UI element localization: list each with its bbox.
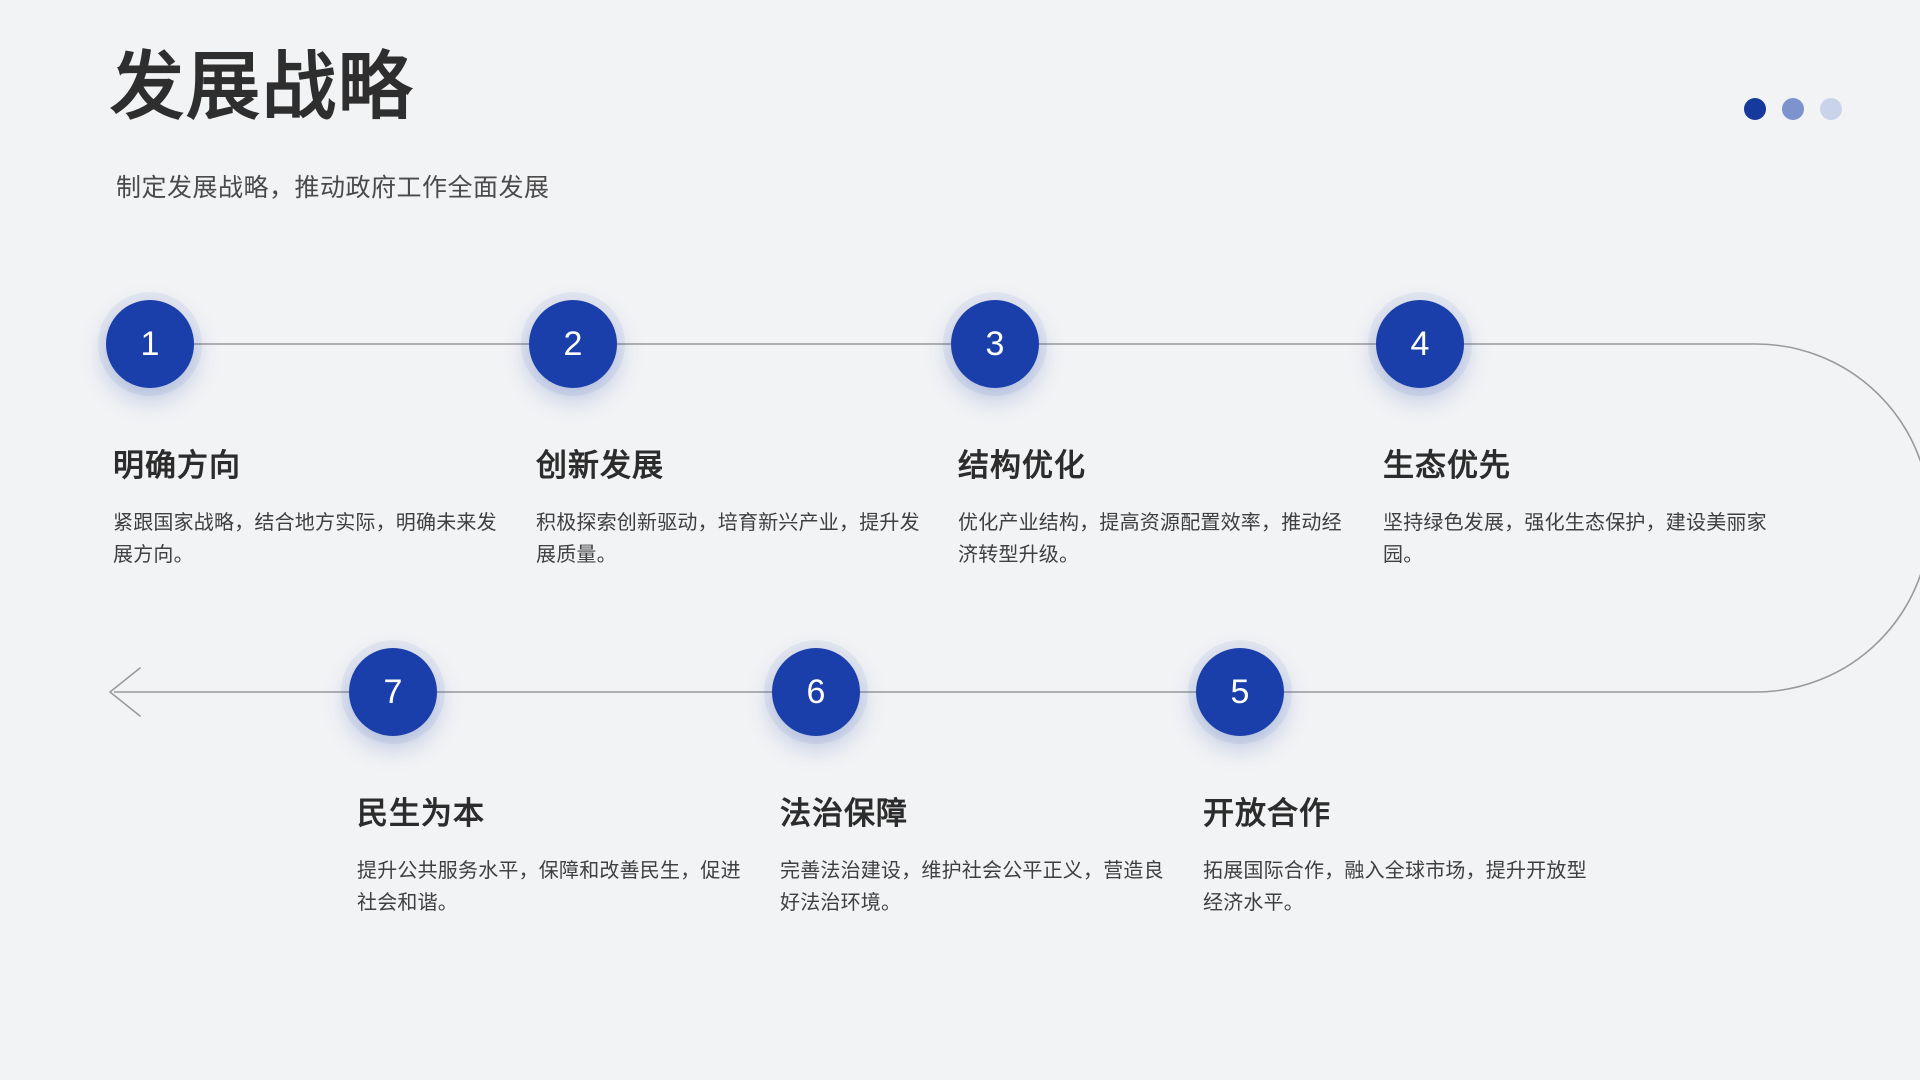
pager-dot-3[interactable] <box>1820 98 1842 120</box>
step-block-6: 法治保障 完善法治建设，维护社会公平正义，营造良好法治环境。 <box>780 788 1165 920</box>
step-desc-7: 提升公共服务水平，保障和改善民生，促进社会和谐。 <box>357 860 741 915</box>
step-block-3: 结构优化 优化产业结构，提高资源配置效率，推动经济转型升级。 <box>958 440 1343 572</box>
step-number-2: 2 <box>563 324 583 363</box>
page-title: 发展战略 <box>110 45 414 128</box>
step-number-6: 6 <box>806 672 826 711</box>
page-subtitle: 制定发展战略，推动政府工作全面发展 <box>116 174 550 202</box>
step-node-6[interactable]: 6 <box>772 648 860 736</box>
step-block-5: 开放合作 拓展国际合作，融入全球市场，提升开放型经济水平。 <box>1203 788 1588 920</box>
pager-dots <box>1744 98 1842 120</box>
step-block-7: 民生为本 提升公共服务水平，保障和改善民生，促进社会和谐。 <box>357 788 742 920</box>
step-title-1: 明确方向 <box>113 448 241 483</box>
step-node-5[interactable]: 5 <box>1196 648 1284 736</box>
step-node-2[interactable]: 2 <box>529 300 617 388</box>
step-block-4: 生态优先 坚持绿色发展，强化生态保护，建设美丽家园。 <box>1383 440 1768 572</box>
step-block-2: 创新发展 积极探索创新驱动，培育新兴产业，提升发展质量。 <box>536 440 921 572</box>
pager-dot-active[interactable] <box>1744 98 1766 120</box>
step-block-1: 明确方向 紧跟国家战略，结合地方实际，明确未来发展方向。 <box>113 440 498 572</box>
step-node-1[interactable]: 1 <box>106 300 194 388</box>
step-desc-3: 优化产业结构，提高资源配置效率，推动经济转型升级。 <box>958 512 1342 567</box>
step-number-4: 4 <box>1410 324 1430 363</box>
step-node-3[interactable]: 3 <box>951 300 1039 388</box>
step-desc-4: 坚持绿色发展，强化生态保护，建设美丽家园。 <box>1383 512 1767 567</box>
step-title-7: 民生为本 <box>357 796 485 831</box>
step-node-7[interactable]: 7 <box>349 648 437 736</box>
step-desc-2: 积极探索创新驱动，培育新兴产业，提升发展质量。 <box>536 512 920 567</box>
step-number-5: 5 <box>1230 672 1250 711</box>
step-number-7: 7 <box>383 672 403 711</box>
step-title-4: 生态优先 <box>1383 448 1511 483</box>
step-title-5: 开放合作 <box>1203 796 1331 831</box>
step-title-2: 创新发展 <box>536 448 664 483</box>
step-desc-6: 完善法治建设，维护社会公平正义，营造良好法治环境。 <box>780 860 1164 915</box>
step-desc-1: 紧跟国家战略，结合地方实际，明确未来发展方向。 <box>113 512 497 567</box>
step-title-3: 结构优化 <box>958 448 1086 483</box>
step-title-6: 法治保障 <box>780 796 908 831</box>
step-desc-5: 拓展国际合作，融入全球市场，提升开放型经济水平。 <box>1203 860 1587 915</box>
step-number-3: 3 <box>985 324 1005 363</box>
step-number-1: 1 <box>140 324 160 363</box>
step-node-4[interactable]: 4 <box>1376 300 1464 388</box>
pager-dot-2[interactable] <box>1782 98 1804 120</box>
